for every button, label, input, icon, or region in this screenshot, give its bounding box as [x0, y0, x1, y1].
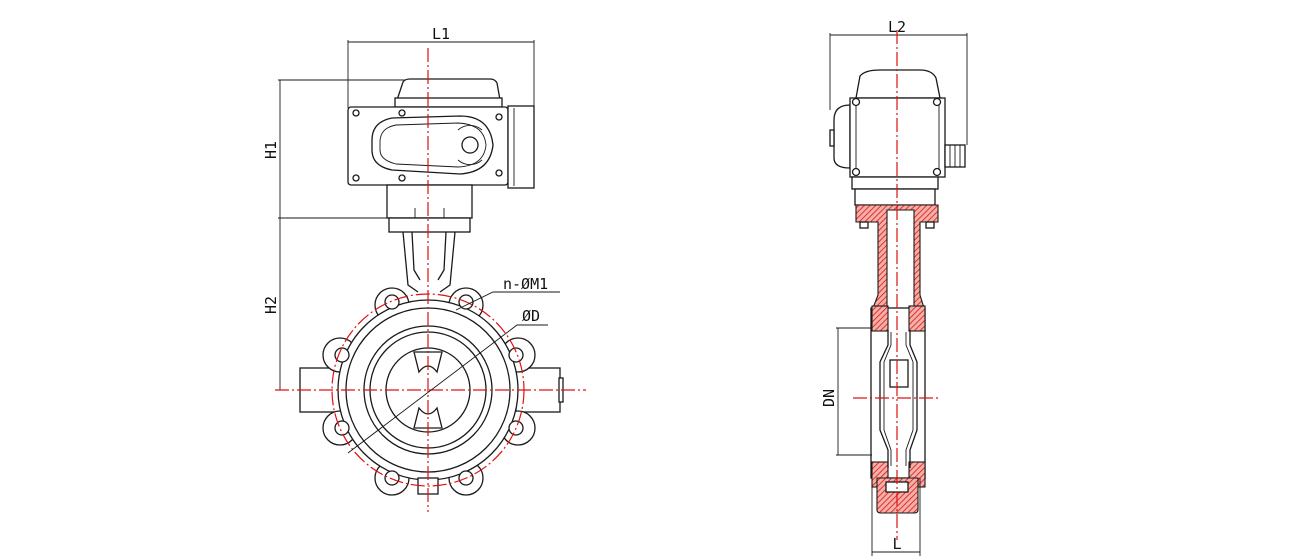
- label-pcd: ØD: [522, 307, 540, 325]
- dimension-dn: DN: [820, 327, 872, 456]
- leader-pcd: ØD: [347, 307, 548, 454]
- dimension-l: L: [871, 478, 921, 556]
- dimension-l2: L2: [829, 18, 968, 145]
- label-h1: H1: [262, 141, 280, 159]
- dimension-h: H1 H2: [262, 79, 420, 390]
- label-bolt-holes: n-ØM1: [503, 275, 548, 293]
- label-l: L: [892, 535, 901, 553]
- label-h2: H2: [262, 296, 280, 314]
- front-view: L1 H1 H2: [262, 25, 586, 512]
- dimension-l1: L1: [347, 25, 535, 108]
- actuator-front: [347, 78, 535, 293]
- side-view: L2: [820, 18, 968, 556]
- label-l1: L1: [432, 25, 450, 43]
- label-l2: L2: [888, 18, 906, 36]
- leader-bolt-holes: n-ØM1: [455, 275, 560, 311]
- label-dn: DN: [820, 389, 838, 407]
